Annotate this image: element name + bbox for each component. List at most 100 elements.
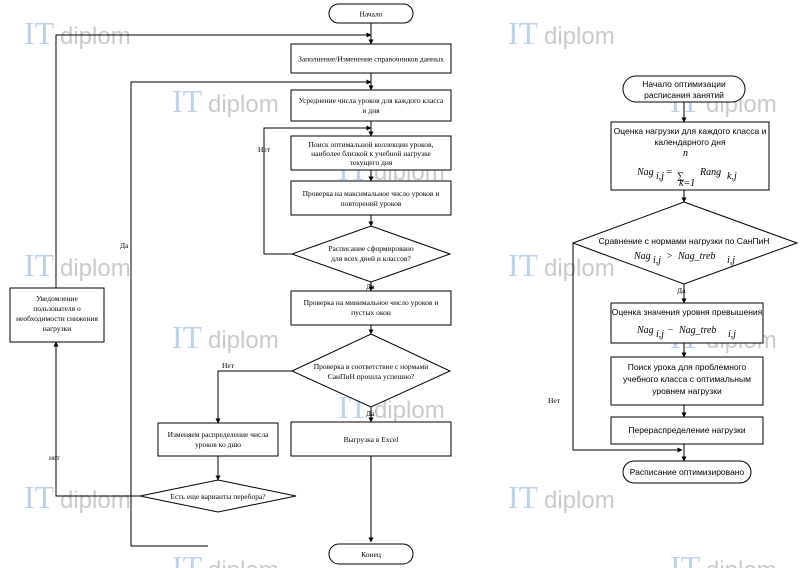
watermark: IT diplom [172, 549, 279, 568]
svg-text:n: n [683, 148, 688, 159]
decision-more-variants: Есть еще варианты перебора? [139, 479, 297, 513]
step-fill-references: Заполнение/Изменение справочников данных [290, 43, 452, 74]
svg-text:IT: IT [24, 247, 55, 283]
watermark: IT diplom [670, 549, 777, 568]
svg-text:Проверка на минимальное число: Проверка на минимальное число уроков и [304, 298, 439, 307]
svg-text:i,j: i,j [727, 255, 735, 266]
svg-text:=: = [666, 167, 673, 178]
svg-text:наиболее близкой к учебной наг: наиболее близкой к учебной нагрузке [311, 149, 431, 158]
svg-text:СанПиН прошла успешно?: СанПиН прошла успешно? [328, 372, 415, 381]
svg-text:Поиск урока для проблемного: Поиск урока для проблемного [628, 362, 747, 372]
svg-text:уровнем нагрузки: уровнем нагрузки [652, 386, 722, 396]
step-search-lesson: Поиск урока для проблемного учебного кла… [610, 356, 764, 406]
svg-text:diplom: diplom [208, 327, 279, 354]
svg-text:Уведомление: Уведомление [36, 294, 78, 303]
svg-text:Изменяем распределение числа: Изменяем распределение числа [168, 430, 269, 439]
svg-text:пустых окон: пустых окон [351, 308, 391, 317]
svg-text:Начало оптимизации: Начало оптимизации [642, 79, 726, 89]
label-no-3: нет [49, 453, 60, 462]
step-average-lessons: Усреднение числа уроков для каждого клас… [290, 89, 452, 122]
step-assess-excess: Оценка значения уровня превышения Nag i,… [610, 302, 764, 344]
decision-schedule-formed: Расписание сформировано для всех дней и … [290, 225, 452, 283]
left-flowchart: Начало Заполнение/Изменение справочников… [9, 3, 452, 565]
svg-text:i,j: i,j [728, 329, 736, 340]
svg-text:Оценка нагрузки для каждого кл: Оценка нагрузки для каждого класса и [614, 126, 767, 136]
svg-text:Проверка в соответствие с норм: Проверка в соответствие с нормами [314, 362, 429, 371]
svg-text:IT: IT [172, 549, 203, 568]
opt-end-terminator: Расписание оптимизировано [622, 460, 752, 484]
step-search-collection: Поиск оптимальной коллекции уроков, наиб… [290, 135, 452, 171]
svg-text:и дня: и дня [362, 106, 380, 115]
svg-text:пользователя о: пользователя о [33, 304, 81, 313]
step-assess-load: Оценка нагрузки для каждого класса и кал… [610, 121, 770, 191]
svg-text:IT: IT [172, 83, 203, 119]
decision-sanpin-check: Проверка в соответствие с нормами СанПиН… [290, 333, 452, 408]
svg-text:Расписание сформировано: Расписание сформировано [328, 244, 414, 253]
svg-text:diplom: diplom [706, 557, 777, 568]
svg-text:Расписание оптимизировано: Расписание оптимизировано [630, 467, 745, 477]
svg-text:>: > [666, 251, 673, 262]
svg-text:diplom: diplom [60, 23, 131, 50]
svg-text:Nag: Nag [636, 325, 654, 336]
svg-text:календарного дня: календарного дня [654, 137, 726, 147]
right-flowchart: Начало оптимизации расписания занятий Оц… [548, 75, 799, 484]
opt-start-terminator: Начало оптимизации расписания занятий [622, 75, 746, 103]
svg-text:Nag_treb: Nag_treb [678, 325, 716, 336]
svg-text:Nag_treb: Nag_treb [677, 251, 715, 262]
svg-text:Сравнение с нормами нагрузки п: Сравнение с нормами нагрузки по СанПиН [599, 236, 770, 246]
formula-diff: Nag i,j − Nag_treb i,j [636, 325, 736, 340]
svg-text:i,j: i,j [656, 329, 664, 340]
svg-text:diplom: diplom [208, 557, 279, 568]
start-terminator: Начало [328, 3, 414, 24]
svg-text:diplom: diplom [544, 255, 615, 282]
svg-text:для всех дней и классов?: для всех дней и классов? [331, 254, 411, 263]
svg-text:diplom: diplom [544, 487, 615, 514]
svg-text:∑: ∑ [677, 171, 684, 182]
label-yes-right: Да [677, 286, 686, 295]
svg-text:Есть еще варианты перебора?: Есть еще варианты перебора? [170, 492, 266, 501]
svg-text:Заполнение/Изменение справочни: Заполнение/Изменение справочников данных [298, 55, 444, 64]
decision-compare-sanpin: Сравнение с нормами нагрузки по СанПиН N… [571, 201, 799, 285]
svg-text:k,j: k,j [727, 171, 737, 182]
svg-text:учебного класса с оптимальным: учебного класса с оптимальным [623, 374, 751, 384]
svg-text:diplom: diplom [60, 487, 131, 514]
label-no-right: Нет [548, 396, 561, 405]
svg-text:Усреднение числа уроков для ка: Усреднение числа уроков для каждого клас… [299, 96, 444, 105]
svg-text:Конец: Конец [361, 550, 381, 559]
svg-text:Выгрузка в Excel: Выгрузка в Excel [344, 435, 399, 444]
svg-text:IT: IT [508, 479, 539, 515]
svg-text:diplom: diplom [544, 23, 615, 50]
svg-text:i,j: i,j [653, 255, 661, 266]
svg-text:нагрузки: нагрузки [43, 324, 71, 333]
formula-compare: Nag i,j > Nag_treb i,j [633, 251, 735, 266]
svg-text:Nag: Nag [633, 251, 651, 262]
svg-text:IT: IT [24, 15, 55, 51]
label-yes-1: Да [366, 282, 375, 291]
step-notify-user: Уведомление пользователя о необходимости… [9, 287, 105, 343]
label-no-2: Нет [222, 361, 235, 370]
step-redistribute: Перераспределение нагрузки [610, 416, 764, 445]
svg-text:повторений уроков: повторений уроков [341, 199, 402, 208]
svg-text:diplom: diplom [208, 91, 279, 118]
svg-text:IT: IT [670, 549, 701, 568]
step-check-min: Проверка на минимальное число уроков и п… [290, 290, 452, 326]
svg-text:Проверка на максимальное число: Проверка на максимальное число уроков и [303, 189, 440, 198]
svg-text:Nag: Nag [636, 167, 654, 178]
svg-text:IT: IT [172, 319, 203, 355]
label-yes-3: Да [120, 241, 129, 250]
end-terminator: Конец [328, 543, 414, 565]
formula-sum: Nag i,j = ∑ n k=1 Rang k,j [636, 148, 737, 189]
svg-text:Оценка значения уровня превыше: Оценка значения уровня превышения [612, 307, 763, 317]
svg-text:i,j: i,j [656, 171, 664, 182]
svg-text:diplom: diplom [374, 397, 445, 424]
label-yes-2: Да [366, 409, 375, 418]
svg-text:Перераспределение нагрузки: Перераспределение нагрузки [628, 425, 746, 435]
